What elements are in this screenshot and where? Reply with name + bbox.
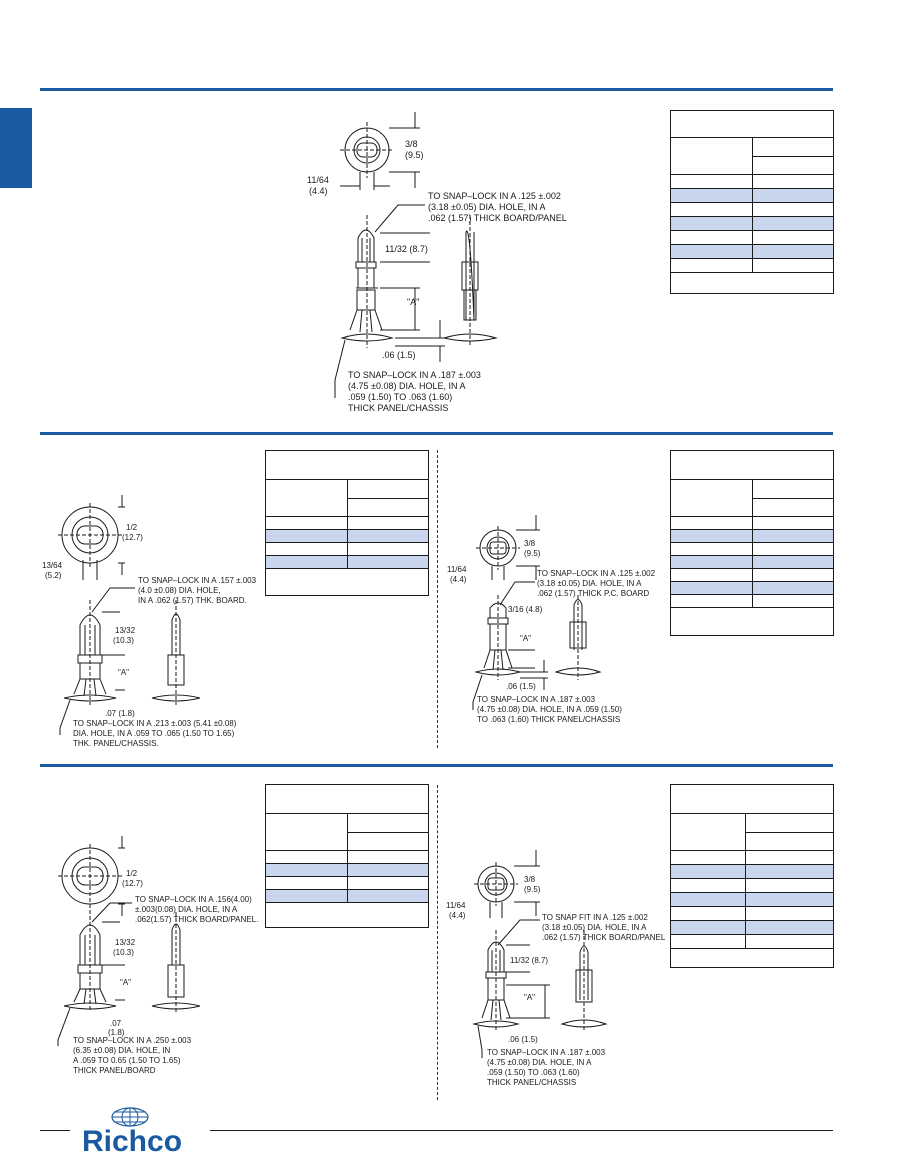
note-3-d: TO SNAP–LOCK IN A .187 ±.003	[477, 695, 596, 704]
dim-2-b: (12.7)	[122, 533, 143, 542]
note-2-f: THK. PANEL/CHASSIS.	[73, 739, 159, 748]
section-divider-middle	[40, 432, 833, 435]
note-1-e: (4.75 ±0.08) DIA. HOLE, IN A	[348, 381, 466, 391]
drawing-2	[58, 495, 201, 735]
note-4-d: TO SNAP–LOCK IN A .250 ±.003	[73, 1036, 192, 1045]
note-2-c: IN A .062 (1.57) THK. BOARD.	[138, 596, 247, 605]
dim-4-e: "A"	[120, 978, 131, 987]
dim-5-d: (4.4)	[449, 911, 466, 920]
dim-4-f: .07	[110, 1019, 122, 1028]
dim-1-e: 11/32 (8.7)	[385, 244, 428, 254]
dim-2-a: 1/2	[126, 523, 138, 532]
dim-4-g: (1.8)	[108, 1028, 125, 1037]
dim-2-g: "A"	[118, 668, 129, 677]
drawing-1	[334, 112, 498, 398]
note-4-f: A .059 TO 0.65 (1.50 TO 1.65)	[73, 1056, 181, 1065]
dim-2-h: .07 (1.8)	[105, 709, 135, 718]
drawing-5	[472, 850, 608, 1058]
brand-logo: Richco	[80, 1105, 210, 1158]
drawing-4	[57, 836, 201, 1046]
note-5-b: (3.18 ±0.05) DIA. HOLE, IN A	[542, 923, 647, 932]
dim-5-c: 11/64	[446, 901, 466, 910]
section-divider-top	[40, 88, 833, 91]
dim-2-f: (10.3)	[113, 636, 134, 645]
note-2-a: TO SNAP–LOCK IN A .157 ±.003	[138, 576, 257, 585]
column-divider-bottom	[437, 785, 438, 1100]
dim-5-e: 11/32 (8.7)	[510, 956, 548, 965]
note-1-d: TO SNAP–LOCK IN A .187 ±.003	[348, 370, 481, 380]
spec-table-3	[670, 450, 834, 636]
note-5-d: TO SNAP–LOCK IN A .187 ±.003	[487, 1048, 606, 1057]
dim-2-c: 13/64	[42, 561, 63, 570]
dim-1-g: .06 (1.5)	[382, 350, 416, 360]
spec-table-4	[265, 784, 429, 928]
note-5-g: THICK PANEL/CHASSIS	[487, 1078, 576, 1087]
section-divider-bottom	[40, 764, 833, 767]
footer-rule-left	[40, 1130, 70, 1131]
dim-1-c: 11/64	[307, 175, 329, 185]
note-3-b: (3.18 ±0.05) DIA. HOLE, IN A	[537, 579, 642, 588]
dim-3-g: .06 (1.5)	[506, 682, 536, 691]
dim-3-f: "A"	[520, 634, 531, 643]
note-5-f: .059 (1.50) TO .063 (1.60)	[487, 1068, 580, 1077]
dim-1-b: (9.5)	[405, 150, 424, 160]
dim-3-b: (9.5)	[524, 549, 541, 558]
dim-4-a: 1/2	[126, 869, 138, 878]
note-4-a: TO SNAP–LOCK IN A .156(4.00)	[135, 895, 252, 904]
note-3-a: TO SNAP–LOCK IN A .125 ±.002	[537, 569, 656, 578]
footer-rule	[210, 1130, 833, 1131]
dim-4-c: 13/32	[115, 938, 136, 947]
dim-5-a: 3/8	[524, 875, 536, 884]
note-1-g: THICK PANEL/CHASSIS	[348, 403, 448, 413]
dim-1-a: 3/8	[405, 139, 418, 149]
note-4-b: ±.003(0.08) DIA. HOLE, IN A	[135, 905, 238, 914]
note-3-f: TO .063 (1.60) THICK PANEL/CHASSIS	[477, 715, 620, 724]
note-1-f: .059 (1.50) TO .063 (1.60)	[348, 392, 452, 402]
note-3-c: .062 (1.57) THICK P.C. BOARD	[537, 589, 649, 598]
note-1-a: TO SNAP–LOCK IN A .125 ±.002	[428, 191, 561, 201]
spec-table-5	[670, 784, 834, 968]
brand-name: Richco	[82, 1125, 182, 1155]
dim-3-e: 3/16 (4.8)	[508, 605, 543, 614]
chapter-tab	[0, 108, 32, 188]
note-4-e: (6.35 ±0.08) DIA. HOLE, IN	[73, 1046, 171, 1055]
dim-3-d: (4.4)	[450, 575, 467, 584]
dim-5-f: "A"	[524, 993, 535, 1002]
note-2-e: DIA. HOLE, IN A .059 TO .065 (1.50 TO 1.…	[73, 729, 235, 738]
spec-table-2	[265, 450, 429, 596]
dim-2-d: (5.2)	[45, 571, 62, 580]
dim-5-g: .06 (1.5)	[508, 1035, 538, 1044]
globe-logo-icon: Richco	[82, 1107, 182, 1158]
drawing-3	[472, 515, 602, 710]
note-2-d: TO SNAP–LOCK IN A .213 ±.003 (5.41 ±0.08…	[73, 719, 237, 728]
note-5-c: .062 (1.57) THICK BOARD/PANEL	[542, 933, 666, 942]
dim-3-c: 11/64	[447, 565, 467, 574]
dim-3-a: 3/8	[524, 539, 536, 548]
spec-table-1	[670, 110, 834, 294]
dim-1-d: (4.4)	[309, 186, 328, 196]
note-3-e: (4.75 ±0.08) DIA. HOLE, IN A .059 (1.50)	[477, 705, 622, 714]
note-2-b: (4.0 ±0.08) DIA. HOLE,	[138, 586, 221, 595]
dim-4-d: (10.3)	[113, 948, 134, 957]
note-1-c: .062 (1.57) THICK BOARD/PANEL	[428, 213, 567, 223]
column-divider-middle	[437, 450, 438, 748]
note-4-c: .062(1.57) THICK BOARD/PANEL.	[135, 915, 258, 924]
dim-5-b: (9.5)	[524, 885, 541, 894]
dim-1-f: "A"	[407, 297, 419, 307]
dim-4-b: (12.7)	[122, 879, 143, 888]
note-5-e: (4.75 ±0.08) DIA. HOLE, IN A	[487, 1058, 592, 1067]
note-4-g: THICK PANEL/BOARD	[73, 1066, 156, 1075]
note-5-a: TO SNAP FIT IN A .125 ±.002	[542, 913, 648, 922]
dim-2-e: 13/32	[115, 626, 136, 635]
note-1-b: (3.18 ±0.05) DIA. HOLE, IN A	[428, 202, 546, 212]
